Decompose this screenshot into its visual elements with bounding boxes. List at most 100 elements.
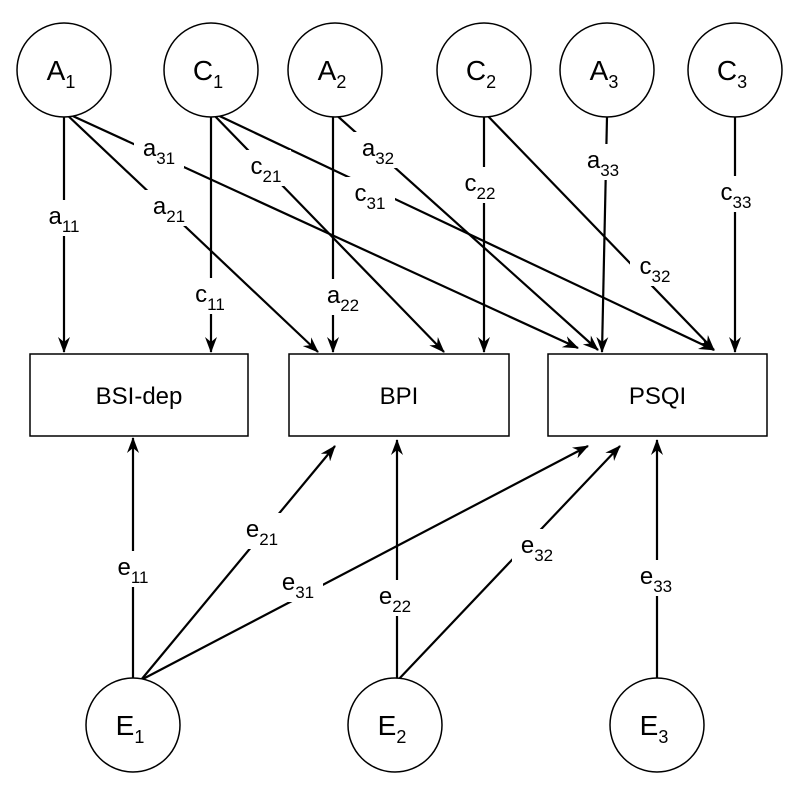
- latent-node-label: A2: [318, 55, 347, 92]
- latent-node-circle: [609, 677, 705, 773]
- path-arrow-c31: [210, 111, 715, 351]
- latent-node-E1: E1: [85, 677, 181, 773]
- latent-node-circle: [16, 22, 112, 118]
- path-label-e31: e31: [273, 566, 323, 602]
- observed-node-box: [547, 353, 768, 437]
- path-label-c11: c11: [185, 278, 235, 314]
- observed-node-label: BPI: [380, 383, 419, 410]
- latent-node-circle: [559, 22, 655, 118]
- path-arrow-c21: [210, 111, 445, 353]
- path-label-text: a31: [143, 135, 175, 168]
- path-label-text: a22: [327, 282, 359, 315]
- path-label-bg: [345, 177, 395, 213]
- path-label-bg: [711, 176, 761, 212]
- path-label-e33: e33: [631, 560, 681, 596]
- latent-node-label: E1: [116, 710, 145, 747]
- latent-node-label: C2: [466, 55, 496, 92]
- observed-node-label: BSI-dep: [96, 383, 183, 410]
- latent-node-label: A3: [590, 55, 619, 92]
- latent-node-circle: [347, 677, 443, 773]
- path-label-bg: [144, 190, 194, 226]
- path-label-bg: [578, 144, 628, 180]
- path-label-text: c31: [355, 180, 386, 213]
- latent-node-E3: E3: [609, 677, 705, 773]
- path-label-e22: e22: [370, 580, 420, 616]
- latent-node-A1: A1: [16, 22, 112, 118]
- path-label-text: c22: [465, 170, 496, 203]
- path-label-a21: a21: [144, 190, 194, 226]
- latent-node-label: C3: [717, 55, 747, 92]
- latent-node-circle: [687, 22, 783, 118]
- latent-node-C2: C2: [436, 22, 532, 118]
- path-label-text: c33: [721, 179, 752, 212]
- path-label-text: e32: [521, 532, 553, 565]
- path-label-text: a32: [362, 135, 394, 168]
- path-label-text: e21: [246, 516, 278, 549]
- latent-node-circle: [85, 677, 181, 773]
- observed-node-label: PSQI: [629, 383, 686, 410]
- path-label-text: e11: [117, 554, 148, 587]
- path-label-bg: [39, 200, 89, 236]
- observed-node-BPI: BPI: [288, 353, 510, 437]
- path-label-text: e33: [640, 563, 672, 596]
- path-label-a31: a31: [134, 132, 184, 168]
- path-arrow-e32: [397, 445, 621, 681]
- path-label-text: c21: [251, 153, 282, 186]
- path-label-bg: [237, 513, 287, 549]
- path-label-text: a11: [48, 203, 79, 236]
- latent-node-E2: E2: [347, 677, 443, 773]
- path-label-text: a21: [153, 193, 185, 226]
- path-label-a11: a11: [39, 200, 89, 236]
- path-label-e11: e11: [108, 551, 158, 587]
- path-label-bg: [512, 529, 562, 565]
- path-label-bg: [630, 250, 680, 286]
- path-label-text: c11: [195, 281, 225, 314]
- edge-labels-layer: a11 a21 a31 c11 c21 c31 a22 a32 c22 c32 a33 c33 e11 e…: [39, 132, 761, 616]
- latent-node-A2: A2: [287, 22, 383, 118]
- latent-node-label: E2: [378, 710, 407, 747]
- path-label-bg: [455, 167, 505, 203]
- path-label-c32: c32: [630, 250, 680, 286]
- path-label-bg: [273, 566, 323, 602]
- latent-node-label: A1: [47, 55, 76, 92]
- latent-node-A3: A3: [559, 22, 655, 118]
- latent-node-circle: [287, 22, 383, 118]
- path-arrow-e31: [140, 445, 589, 681]
- path-arrow-e21: [140, 445, 336, 681]
- path-label-bg: [108, 551, 158, 587]
- path-label-text: e31: [282, 569, 314, 602]
- path-label-bg: [370, 580, 420, 616]
- path-label-text: e22: [379, 583, 411, 616]
- latent-node-label: E3: [640, 710, 669, 747]
- observed-node-box: [29, 353, 249, 437]
- latent-node-C3: C3: [687, 22, 783, 118]
- path-label-a32: a32: [353, 132, 403, 168]
- path-label-e32: e32: [512, 529, 562, 565]
- latent-node-circle: [436, 22, 532, 118]
- latent-node-C1: C1: [163, 22, 259, 118]
- path-label-c22: c22: [455, 167, 505, 203]
- latent-node-label: C1: [193, 55, 223, 92]
- path-label-bg: [241, 150, 291, 186]
- path-label-a22: a22: [318, 279, 368, 315]
- path-label-c21: c21: [241, 150, 291, 186]
- path-label-bg: [134, 132, 184, 168]
- observed-node-BSI: BSI-dep: [29, 353, 249, 437]
- latent-node-circle: [163, 22, 259, 118]
- path-label-bg: [318, 279, 368, 315]
- path-arrow-a21: [63, 111, 319, 353]
- path-label-text: a33: [587, 147, 619, 180]
- path-label-bg: [185, 278, 235, 314]
- path-label-bg: [631, 560, 681, 596]
- path-label-text: c32: [640, 253, 671, 286]
- path-label-c31: c31: [345, 177, 395, 213]
- path-label-bg: [353, 132, 403, 168]
- observed-node-box: [288, 353, 510, 437]
- path-label-e21: e21: [237, 513, 287, 549]
- path-label-a33: a33: [578, 144, 628, 180]
- path-arrow-c32: [483, 111, 715, 351]
- path-label-c33: c33: [711, 176, 761, 212]
- observed-node-PSQI: PSQI: [547, 353, 768, 437]
